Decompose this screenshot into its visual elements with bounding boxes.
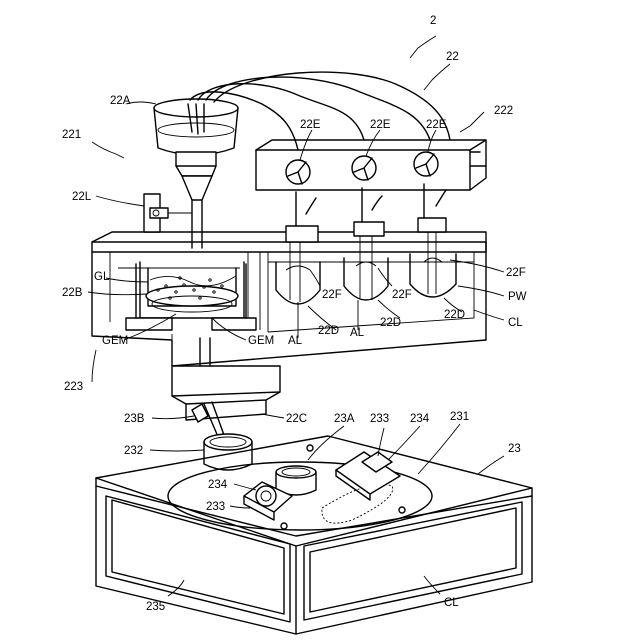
label-22d-3: 22D xyxy=(444,309,465,321)
label-23b: 23B xyxy=(124,413,145,425)
label-233-1: 233 xyxy=(370,413,389,425)
label-cl-2: CL xyxy=(444,597,459,609)
gem-holder xyxy=(126,262,256,330)
label-22d-1: 22D xyxy=(318,325,339,337)
label-22c: 22C xyxy=(286,413,307,425)
label-234-1: 234 xyxy=(410,413,430,425)
laser-unit xyxy=(144,194,192,232)
label-22d-2: 22D xyxy=(380,317,401,329)
label-al-2: AL xyxy=(350,327,365,339)
label-234-2: 234 xyxy=(208,479,228,491)
label-22b: 22B xyxy=(62,287,83,299)
nozzle-box xyxy=(172,338,280,446)
label-22f-2: 22F xyxy=(322,289,342,301)
label-232: 232 xyxy=(124,445,143,457)
label-22e-1: 22E xyxy=(300,119,321,131)
label-gl: GL xyxy=(94,271,110,283)
label-223: 223 xyxy=(64,381,83,393)
label-222: 222 xyxy=(494,105,513,117)
label-22a: 22A xyxy=(110,95,131,107)
label-pw: PW xyxy=(508,291,527,303)
label-22f-1: 22F xyxy=(506,267,526,279)
label-23: 23 xyxy=(508,443,521,455)
label-gem-2: GEM xyxy=(248,335,274,347)
label-22e-2: 22E xyxy=(370,119,391,131)
pump-box xyxy=(256,140,486,190)
label-22f-3: 22F xyxy=(392,289,412,301)
funnel-assembly xyxy=(154,99,238,248)
label-22l: 22L xyxy=(72,191,92,203)
label-2: 2 xyxy=(430,15,436,27)
label-22: 22 xyxy=(446,51,459,63)
label-cl-1: CL xyxy=(508,317,523,329)
label-23a: 23A xyxy=(334,413,355,425)
label-al-1: AL xyxy=(288,335,303,347)
label-235: 235 xyxy=(146,601,165,613)
label-gem-1: GEM xyxy=(102,335,128,347)
label-233-2: 233 xyxy=(206,501,225,513)
label-231: 231 xyxy=(450,411,469,423)
label-221: 221 xyxy=(62,129,81,141)
label-22e-3: 22E xyxy=(426,119,447,131)
